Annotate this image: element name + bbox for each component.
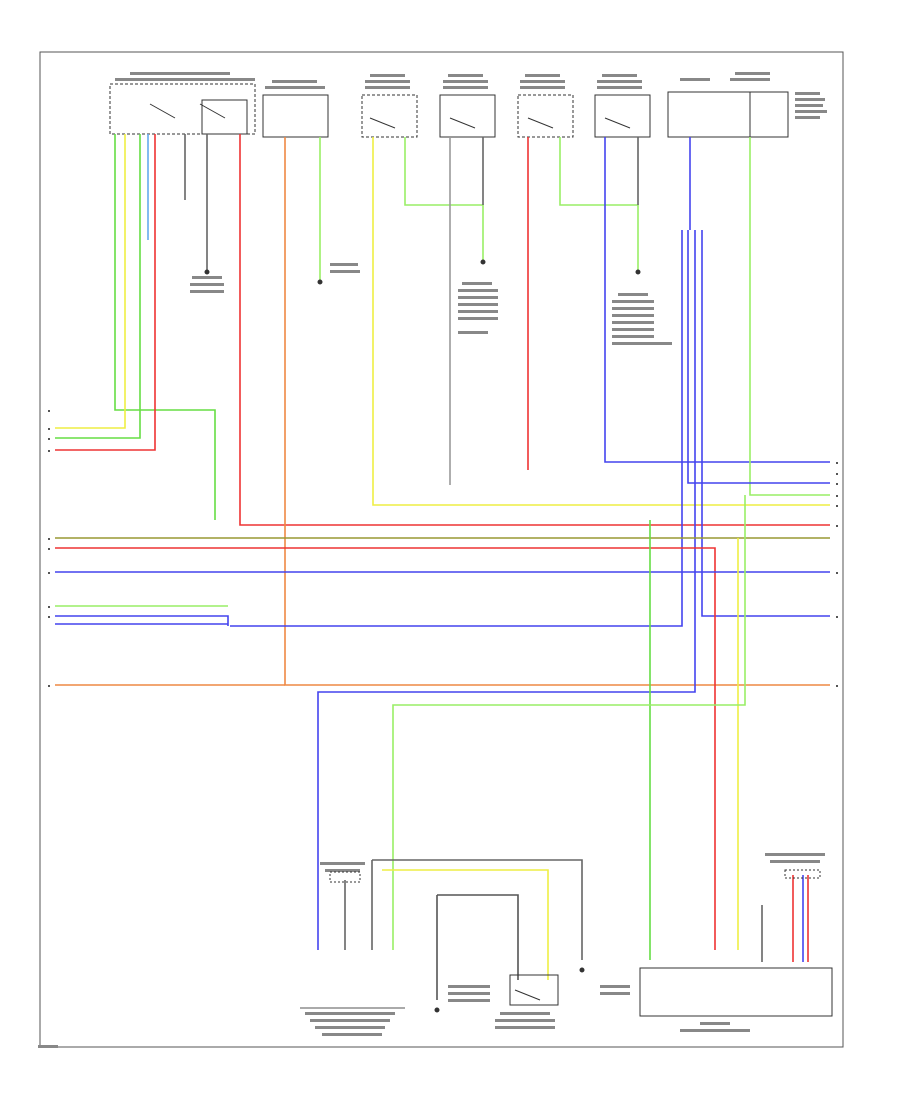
bottom-components <box>300 869 833 1017</box>
wire-blue-8 <box>55 615 229 626</box>
ground-point-2 <box>317 279 323 285</box>
lamp-switch-box <box>509 974 559 1006</box>
wire-red-2 <box>239 134 830 526</box>
wire-lightgreen-6 <box>392 495 746 950</box>
wire-red-1 <box>55 134 156 451</box>
control-module-box <box>667 91 789 138</box>
rear-module-box <box>639 967 833 1017</box>
wire-green-2 <box>55 134 141 439</box>
mirror-switch-box <box>109 83 256 135</box>
wire-gray-9 <box>437 894 519 980</box>
wire-orange-1 <box>284 137 830 686</box>
wire-blue-4 <box>687 230 830 484</box>
lr-door-switch-box <box>517 94 574 138</box>
rear-connector-box <box>784 869 821 879</box>
ground-point-6 <box>579 967 585 973</box>
wire-gray-6 <box>372 859 583 960</box>
ground-point-3 <box>480 259 486 265</box>
wire-red-4 <box>55 547 716 950</box>
wire-yellow-1 <box>55 134 126 429</box>
lf-door-switch-box <box>361 94 418 138</box>
wire-yellow-4 <box>382 869 549 980</box>
wire-lightgreen-4 <box>749 137 830 496</box>
wire-green-1 <box>114 134 216 520</box>
wire-lightgreen-3 <box>559 137 639 270</box>
top-components <box>109 83 789 138</box>
wire-lightgreen-2 <box>404 137 484 260</box>
rf-door-switch-box <box>439 94 496 138</box>
wire-terminals <box>48 410 838 687</box>
wire-blue-5 <box>317 230 696 950</box>
ground-point-4 <box>635 269 641 275</box>
diagram-border <box>39 51 844 1048</box>
ground-symbols <box>204 259 641 1013</box>
wire-yellow-2 <box>372 137 830 506</box>
wires <box>55 134 830 1000</box>
wire-blue-6 <box>701 230 830 617</box>
rr-door-switch-box <box>594 94 651 138</box>
ground-point-5 <box>434 1007 440 1013</box>
fuse-block-box <box>262 94 329 138</box>
label-blocks <box>38 72 827 1048</box>
mirror-switch-inner <box>201 99 248 135</box>
wire-blue-3 <box>230 230 683 627</box>
ground-point-1 <box>204 269 210 275</box>
wire-blue-1 <box>604 137 830 463</box>
